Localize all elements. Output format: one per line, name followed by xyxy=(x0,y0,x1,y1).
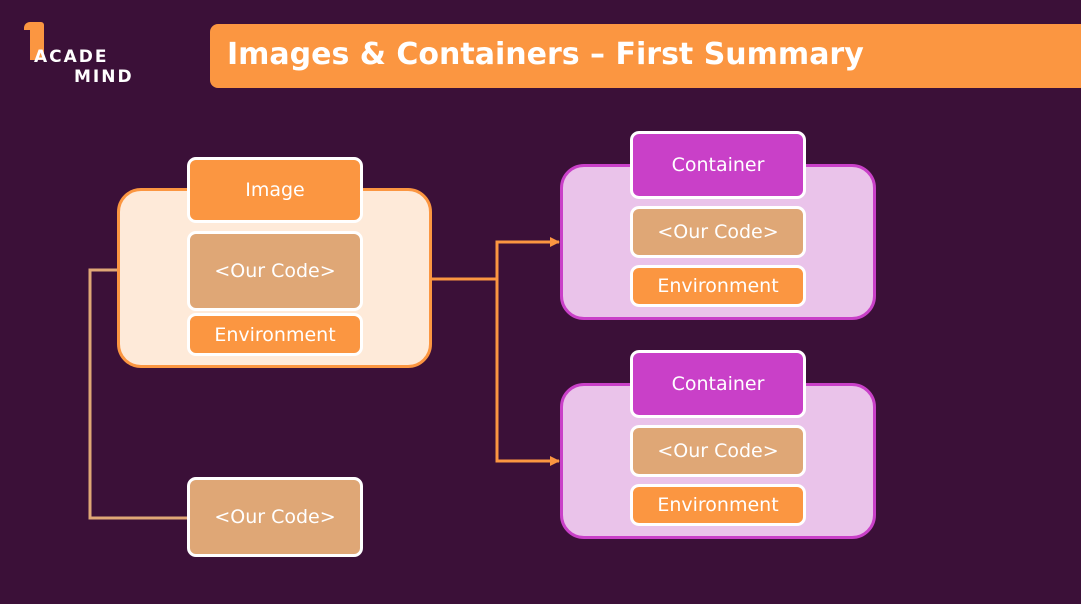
image-to-container-1-arrow xyxy=(432,237,560,281)
image-to-container-2-arrow xyxy=(495,279,560,466)
image-header: Image xyxy=(187,157,363,223)
logo-text-line1: ACADE xyxy=(34,47,109,67)
container-1-header: Container xyxy=(630,131,806,199)
logo-mark-tip xyxy=(24,22,34,30)
logo-text-line2: MIND xyxy=(74,67,134,87)
image-environment-box: Environment xyxy=(187,313,363,356)
academind-logo: ACADE MIND xyxy=(22,20,142,90)
container-2-header: Container xyxy=(630,350,806,418)
container-2-code-box: <Our Code> xyxy=(630,425,806,477)
source-code-box: <Our Code> xyxy=(187,477,363,557)
container-1-code-box: <Our Code> xyxy=(630,206,806,258)
slide-title: Images & Containers – First Summary xyxy=(227,37,864,72)
image-code-box: <Our Code> xyxy=(187,231,363,311)
container-2-environment-box: Environment xyxy=(630,484,806,526)
title-bar: Images & Containers – First Summary xyxy=(210,24,1081,88)
container-1-environment-box: Environment xyxy=(630,265,806,307)
logo-mark-icon xyxy=(30,22,44,60)
